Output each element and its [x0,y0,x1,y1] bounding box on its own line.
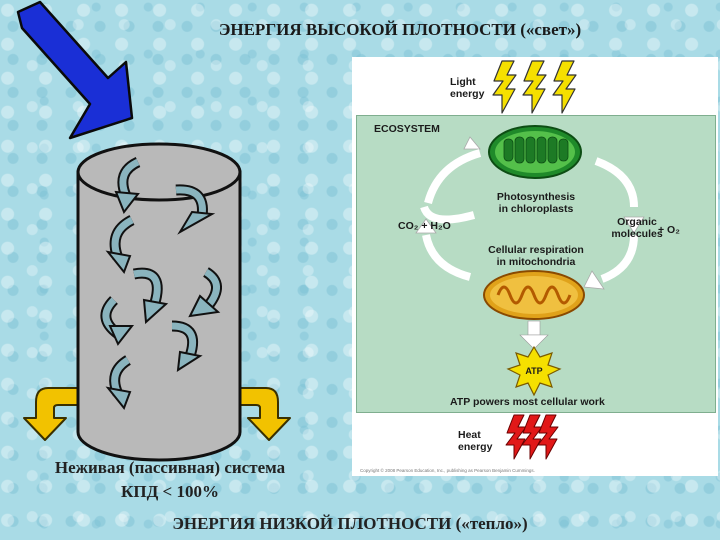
right-output-arrow [229,387,291,441]
swirl-arrow-icon [188,267,222,318]
passive-system-illustration [16,0,291,462]
heat-energy-label-line2: energy [458,441,493,453]
copyright-notice: Copyright © 2008 Pearson Education, Inc.… [360,468,535,473]
o2-label: + O₂ [658,224,680,236]
light-energy-label: Light energy [450,76,484,100]
atp-burst-icon [506,345,562,397]
organic-label-line1: Organic [617,216,657,228]
heat-bolt-icon [505,414,527,460]
light-bolt-icon [522,60,547,114]
swirl-arrow-icon [105,215,135,274]
respiration-label-line1: Cellular respiration [488,244,584,256]
bottom-title: ЭНЕРГИЯ НИЗКОЙ ПЛОТНОСТИ («тепло») [172,514,528,533]
swirl-arrow-icon [171,320,203,372]
light-energy-label-line1: Light [450,76,476,88]
co2-h2o-label: CO₂ + H₂O [398,220,451,232]
system-caption-line2: КПД < 100% [121,482,219,501]
cycle-arrowhead-icon [463,136,481,150]
atp-label: ATP [525,366,543,376]
chloroplast-icon [488,125,582,179]
heat-energy-label: Heat energy [458,429,492,453]
light-bolt-icon [552,60,577,114]
heat-bolt-icon [521,414,543,460]
mitochondrion-icon [483,270,585,320]
respiration-label: Cellular respiration in mitochondria [470,244,602,268]
swirl-arrow-icon [114,156,141,214]
respiration-label-line2: in mitochondria [496,256,576,268]
cycle-arrows [420,157,638,283]
swirl-arrow-icon [100,296,135,346]
heat-energy-label-line1: Heat [458,429,481,441]
cycle-arrowhead-icon [623,216,645,234]
system-caption-line1: Неживая (пассивная) система [54,458,286,477]
top-title: ЭНЕРГИЯ ВЫСОКОЙ ПЛОТНОСТИ («свет») [218,20,582,39]
heat-bolt-icon [537,414,559,460]
ecosystem-label: ECOSYSTEM [374,123,440,135]
light-energy-label-line2: energy [450,88,485,100]
incoming-energy-arrow [16,0,134,140]
light-bolt-icon [492,60,517,114]
circulation-arrows [100,156,222,410]
photosynthesis-label: Photosynthesis in chloroplasts [478,191,594,215]
photosynthesis-label-line1: Photosynthesis [496,191,576,203]
figure-graphics [415,60,645,460]
swirl-arrow-icon [175,184,216,235]
photosynthesis-label-line2: in chloroplasts [498,203,574,215]
cycle-arrowhead-icon [415,218,437,234]
swirl-arrow-icon [105,355,132,410]
cycle-arrowhead-icon [583,270,605,290]
left-output-arrow [23,387,93,441]
swirl-arrow-icon [132,267,169,325]
atp-work-label: ATP powers most cellular work [450,396,605,408]
down-arrow-to-atp [519,320,549,350]
energy-flow-figure: Light energy ECOSYSTEM Photosynthesis in… [352,57,718,476]
organic-molecules-label: Organic molecules [600,216,674,240]
organic-label-line2: molecules [611,228,663,240]
